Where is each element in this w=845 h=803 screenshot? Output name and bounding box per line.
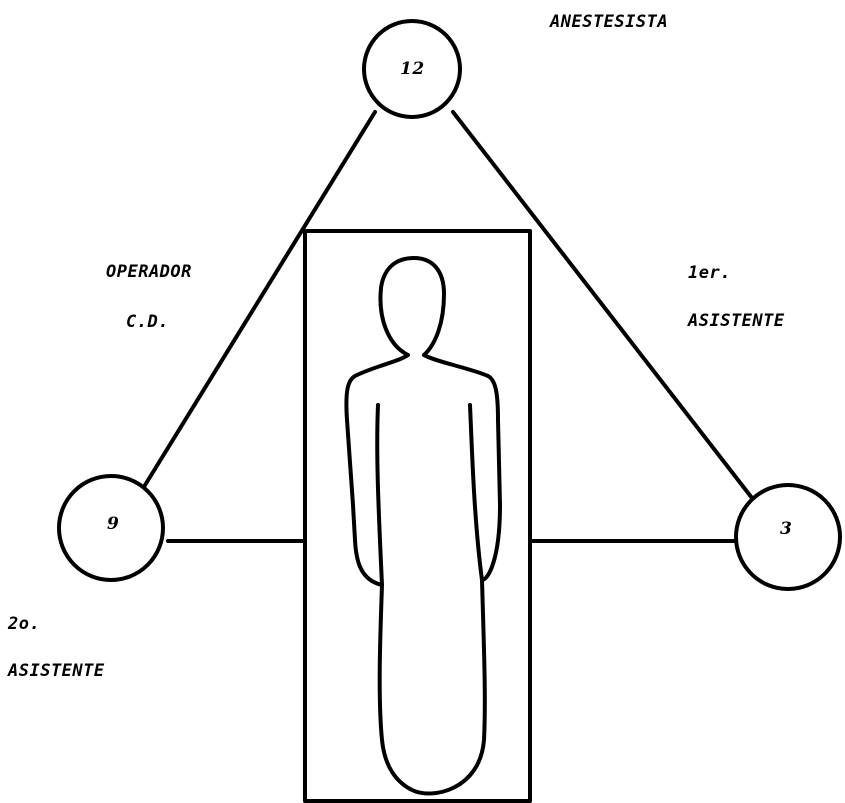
label-2o: 2o. xyxy=(8,614,40,634)
station-number-3: 3 xyxy=(780,519,792,539)
label-2o-asistente: ASISTENTE xyxy=(8,661,105,681)
station-number-9: 9 xyxy=(107,514,119,534)
label-1er-asistente: ASISTENTE xyxy=(688,311,785,331)
label-anestesista: ANESTESISTA xyxy=(550,12,668,32)
label-operador: OPERADOR xyxy=(106,262,192,282)
operating-table xyxy=(305,231,530,801)
label-1er: 1er. xyxy=(688,263,731,283)
connector-top-left xyxy=(142,112,375,490)
station-number-12: 12 xyxy=(400,59,425,79)
patient-right-arm-line xyxy=(470,405,482,580)
label-operador-cd: C.D. xyxy=(126,312,169,332)
patient-left-arm-line xyxy=(377,405,382,585)
